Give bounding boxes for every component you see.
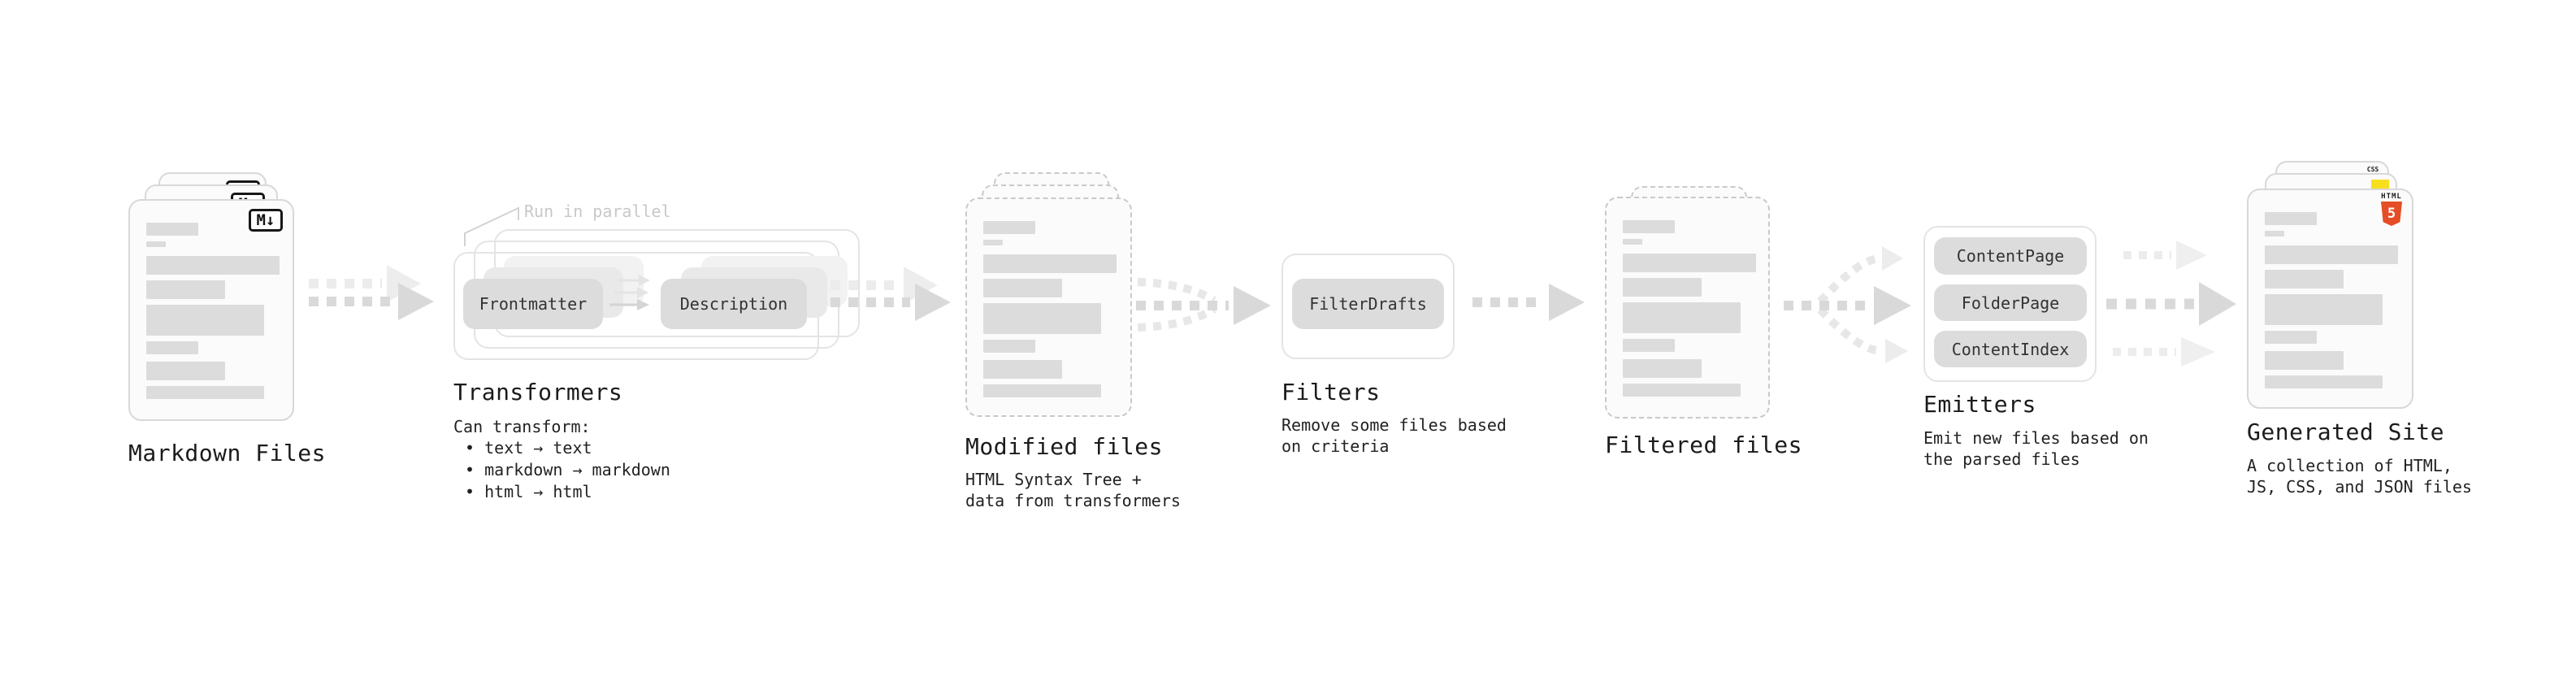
modified-files-label: Modified files <box>965 433 1164 460</box>
markdown-doc-front: M↓ <box>128 199 294 421</box>
js-file-icon <box>2371 180 2389 191</box>
filters-frame <box>1281 254 1455 359</box>
text-line-bar <box>146 362 225 380</box>
filterdrafts-box: FilterDrafts <box>1292 279 1444 329</box>
text-line-bar <box>1623 384 1741 397</box>
text-line-bar <box>983 254 1117 273</box>
text-line-bar <box>146 386 264 399</box>
text-line-bar <box>146 241 166 247</box>
desc-line: the parsed files <box>1923 449 2080 469</box>
filters-title: Filters <box>1281 379 1381 406</box>
text-line-bar <box>2265 331 2317 344</box>
site-doc-front: HTML 5 <box>2247 189 2413 409</box>
bullet-item: markdown → markdown <box>465 459 670 481</box>
bullet-item: text → text <box>465 437 670 459</box>
text-line-bar <box>2265 212 2317 225</box>
emitters-frame <box>1923 226 2097 382</box>
text-line-bar <box>1623 339 1675 352</box>
text-line-bar <box>2265 231 2284 236</box>
text-line-bar <box>983 340 1035 353</box>
description-box: Description <box>661 279 807 329</box>
text-line-bar <box>2265 245 2398 264</box>
text-line-bar <box>146 280 225 299</box>
transformers-intro: Can transform: <box>453 417 591 436</box>
html5-icon: HTML 5 <box>2379 193 2404 226</box>
text-line-bar <box>1623 239 1642 245</box>
arrow-markdown-to-transformers <box>309 265 434 320</box>
arrow-modified-to-filters <box>1136 278 1271 332</box>
contentpage-box: ContentPage <box>1934 237 2087 275</box>
text-line-bar <box>1623 278 1702 297</box>
transformers-bullets: text → text markdown → markdown html → h… <box>465 437 670 503</box>
modified-files-desc: HTML Syntax Tree + data from transformer… <box>965 469 1181 511</box>
desc-line: A collection of HTML, <box>2247 456 2452 475</box>
desc-line: Remove some files based <box>1281 415 1507 435</box>
desc-line: HTML Syntax Tree + <box>965 470 1142 489</box>
html5-icon-word: HTML <box>2381 193 2402 201</box>
text-line-bar <box>983 360 1062 379</box>
run-in-parallel-note: Run in parallel <box>524 202 671 221</box>
text-line-bar <box>146 305 264 336</box>
markdown-files-label: Markdown Files <box>128 440 327 466</box>
arrow-filtered-to-emitters <box>1784 246 1911 363</box>
doc-content-placeholder <box>1623 220 1756 402</box>
folderpage-box: FolderPage <box>1934 284 2087 321</box>
text-line-bar <box>983 279 1062 297</box>
frontmatter-box: Frontmatter <box>463 279 603 329</box>
text-line-bar <box>2265 375 2383 388</box>
text-line-bar <box>983 384 1101 397</box>
text-line-bar <box>1623 254 1756 272</box>
generated-site-label: Generated Site <box>2247 419 2445 445</box>
text-line-bar <box>2265 294 2383 325</box>
doc-content-placeholder <box>2265 212 2398 394</box>
emitters-desc: Emit new files based on the parsed files <box>1923 427 2149 470</box>
text-line-bar <box>1623 302 1741 333</box>
contentindex-box: ContentIndex <box>1934 331 2087 367</box>
arrow-filters-to-filtered <box>1472 284 1585 321</box>
css-icon-label: CSS <box>2366 166 2379 173</box>
text-line-bar <box>146 223 198 236</box>
doc-content-placeholder <box>983 221 1117 403</box>
text-line-bar <box>146 256 280 275</box>
desc-line: on criteria <box>1281 436 1390 456</box>
desc-line: data from transformers <box>965 491 1181 510</box>
text-line-bar <box>2265 270 2344 288</box>
desc-line: Emit new files based on <box>1923 428 2149 448</box>
filters-desc: Remove some files based on criteria <box>1281 414 1507 457</box>
html5-icon-shield: 5 <box>2381 202 2402 226</box>
markdown-icon: M↓ <box>249 209 283 232</box>
doc-content-placeholder <box>146 223 280 405</box>
filtered-files-label: Filtered files <box>1605 432 1803 458</box>
transformers-title: Transformers <box>453 379 623 406</box>
desc-line: JS, CSS, and JSON files <box>2247 477 2472 497</box>
text-line-bar <box>983 303 1101 334</box>
generated-site-desc: A collection of HTML, JS, CSS, and JSON … <box>2247 455 2472 497</box>
text-line-bar <box>1623 359 1702 378</box>
arrows-emitters-to-site <box>2106 241 2236 367</box>
text-line-bar <box>983 240 1003 245</box>
bullet-item: html → html <box>465 481 670 503</box>
text-line-bar <box>146 341 198 354</box>
modified-doc-front <box>965 197 1132 417</box>
emitters-title: Emitters <box>1923 391 2036 418</box>
filtered-doc-front <box>1605 197 1770 419</box>
text-line-bar <box>2265 351 2344 370</box>
html5-icon-number: 5 <box>2387 206 2396 222</box>
text-line-bar <box>1623 220 1675 233</box>
text-line-bar <box>983 221 1035 234</box>
